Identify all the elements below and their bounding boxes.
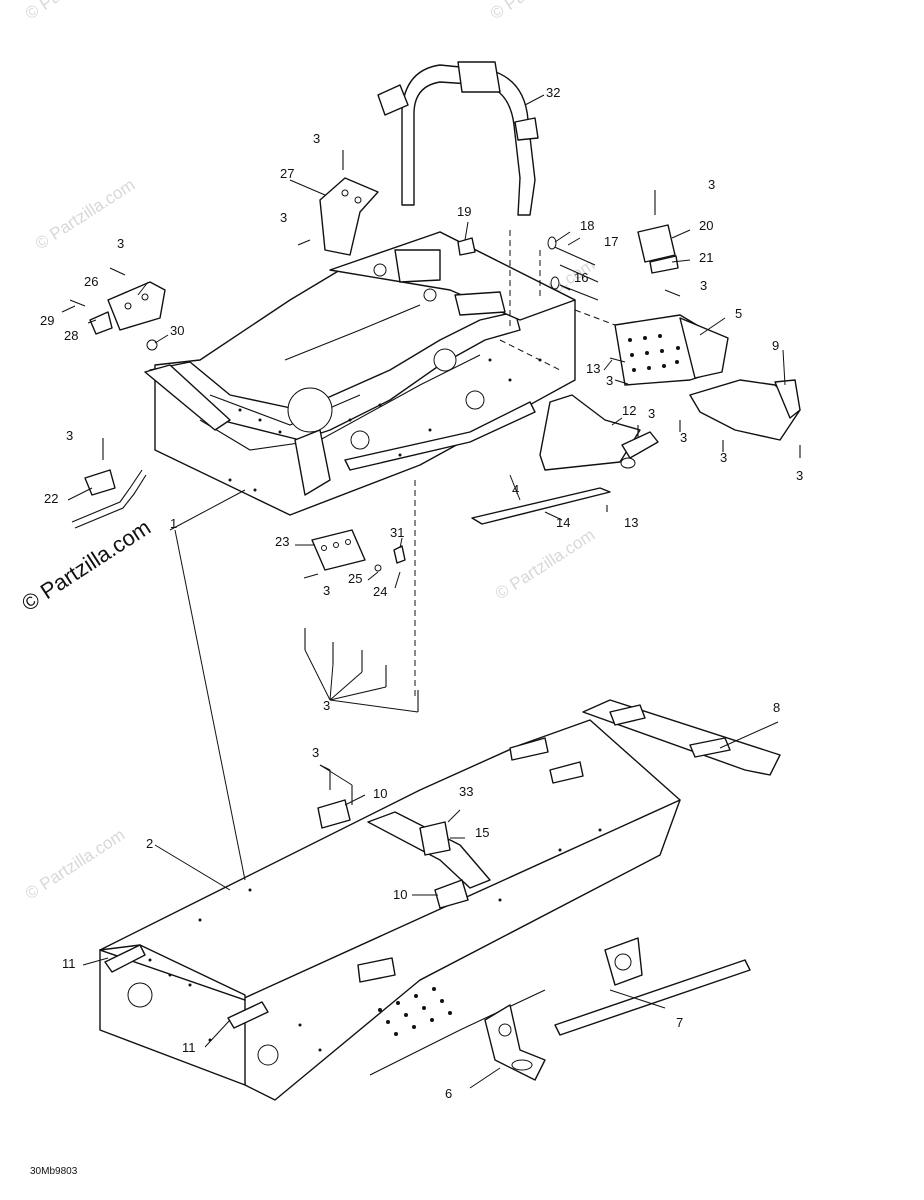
watermark-faint: © Partzilla.com xyxy=(487,0,593,23)
callout-10: 10 xyxy=(393,887,407,902)
assembly-guides xyxy=(414,230,616,700)
watermark-faint: © Partzilla.com xyxy=(22,825,128,903)
callout-9: 9 xyxy=(772,338,779,353)
bracket-part-15 xyxy=(367,811,491,889)
callout-25: 25 xyxy=(348,571,362,586)
callout-11: 11 xyxy=(182,1040,196,1055)
callout-22: 22 xyxy=(44,491,58,506)
callout-1: 1 xyxy=(170,516,177,531)
tunnel-part-2 xyxy=(99,719,681,1101)
callout-4: 4 xyxy=(512,482,519,497)
callout-19: 19 xyxy=(457,204,471,219)
callout-20: 20 xyxy=(699,218,713,233)
callout-5: 5 xyxy=(735,306,742,321)
watermark-faint: © Partzilla.com xyxy=(492,525,598,603)
footrest-part-5 xyxy=(614,314,729,386)
callout-3: 3 xyxy=(680,430,687,445)
callout-33: 33 xyxy=(459,784,473,799)
callout-16: 16 xyxy=(574,270,588,285)
callout-26: 26 xyxy=(84,274,98,289)
callout-7: 7 xyxy=(676,1015,683,1030)
pad-part-10 xyxy=(317,799,351,829)
callout-10: 10 xyxy=(373,786,387,801)
callout-3: 3 xyxy=(606,373,613,388)
callout-3: 3 xyxy=(312,745,319,760)
leader-lines xyxy=(61,94,786,1089)
callout-29: 29 xyxy=(40,313,54,328)
callout-17: 17 xyxy=(604,234,618,249)
bracket-23-part xyxy=(311,529,406,572)
bolts-16-17-18 xyxy=(547,236,599,301)
callout-3: 3 xyxy=(280,210,287,225)
callout-32: 32 xyxy=(546,85,560,100)
angle-part-11 xyxy=(227,1001,269,1029)
support-part-4 xyxy=(539,394,659,471)
callout-3: 3 xyxy=(720,450,727,465)
bracket-part-7 xyxy=(554,937,751,1036)
nut-19 xyxy=(457,237,476,256)
bracket-27-part xyxy=(319,177,379,256)
washer-30 xyxy=(146,339,158,351)
callout-8: 8 xyxy=(773,700,780,715)
bracket-part-6 xyxy=(484,1004,546,1081)
callout-3: 3 xyxy=(648,406,655,421)
step-part-9 xyxy=(689,379,801,441)
callout-12: 12 xyxy=(622,403,636,418)
pad-part-10 xyxy=(434,879,469,909)
callout-3: 3 xyxy=(796,468,803,483)
callout-13: 13 xyxy=(624,515,638,530)
bracket-26-part xyxy=(107,281,166,331)
callout-3: 3 xyxy=(117,236,124,251)
callout-30: 30 xyxy=(170,323,184,338)
callout-3: 3 xyxy=(323,583,330,598)
callout-3: 3 xyxy=(323,698,330,713)
callout-18: 18 xyxy=(580,218,594,233)
callout-labels: 1 2 3 3 3 3 3 3 3 3 3 3 3 3 3 3 4 5 6 7 … xyxy=(40,85,803,1101)
rod-22 xyxy=(71,469,147,529)
callout-27: 27 xyxy=(280,166,294,181)
callout-3: 3 xyxy=(700,278,707,293)
clip-20-21 xyxy=(637,224,679,274)
callout-11: 11 xyxy=(62,956,76,971)
callout-3: 3 xyxy=(66,428,73,443)
callout-31: 31 xyxy=(390,525,404,540)
callout-2: 2 xyxy=(146,836,153,851)
watermark-primary: © Partzilla.com xyxy=(17,514,155,616)
watermark-faint: © Partzilla.com xyxy=(22,0,128,23)
callout-3: 3 xyxy=(708,177,715,192)
strap-part-14 xyxy=(471,487,611,525)
steering-support-part xyxy=(377,61,539,216)
support-part-8 xyxy=(582,699,781,776)
front-frame-part xyxy=(144,231,576,516)
callout-14: 14 xyxy=(556,515,570,530)
callout-15: 15 xyxy=(475,825,489,840)
bracket-28-part xyxy=(89,311,113,335)
drawing-code: 30Mb9803 xyxy=(30,1166,78,1177)
callout-21: 21 xyxy=(699,250,713,265)
callout-3: 3 xyxy=(313,131,320,146)
callout-24: 24 xyxy=(373,584,387,599)
callout-23: 23 xyxy=(275,534,289,549)
callout-13: 13 xyxy=(586,361,600,376)
callout-28: 28 xyxy=(64,328,78,343)
angle-part-11 xyxy=(104,944,146,973)
callout-6: 6 xyxy=(445,1086,452,1101)
